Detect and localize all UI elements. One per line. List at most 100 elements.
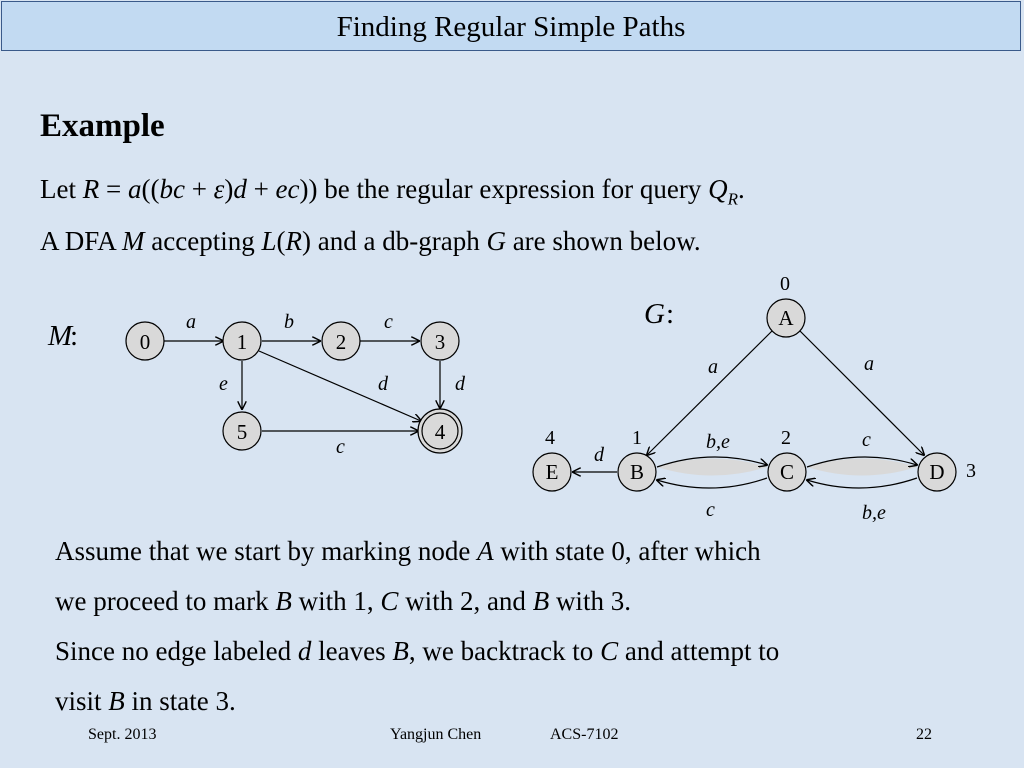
dfa-label: M <box>47 320 74 352</box>
text: Assume that we start by marking node <box>55 536 478 566</box>
text: Since no edge labeled <box>55 636 298 666</box>
graph-node-C <box>767 452 807 492</box>
dfa-edges <box>164 341 440 431</box>
dfa-state-label: 1 <box>237 330 248 354</box>
text: A DFA <box>40 226 123 256</box>
graph-node-mark-E: 4 <box>545 427 555 449</box>
explanation-line-3: Since no edge labeled d leaves B, we bac… <box>55 636 779 667</box>
dfa-edge-label-c: c <box>384 311 393 333</box>
var-R: R <box>82 174 100 204</box>
regex-definition-line: Let R = a((bc + ε)d + ec)) be the regula… <box>40 174 745 209</box>
footer-author: Yangjun Chen <box>390 726 482 743</box>
text: with 1, <box>291 586 381 616</box>
var-C: C <box>380 586 399 616</box>
var-B: B <box>108 686 125 716</box>
footer-course: ACS-7102 <box>550 726 619 743</box>
explanation-line-1: Assume that we start by marking node A w… <box>55 536 761 567</box>
explanation-line-4: visit B in state 3. <box>55 686 236 717</box>
var-sub-R: R <box>727 189 738 209</box>
text: ) <box>302 226 312 256</box>
graph-edge-C-D <box>806 456 917 467</box>
text: are shown below. <box>505 226 701 256</box>
text: . <box>738 174 745 204</box>
graph-edge-label-c: c <box>862 429 871 451</box>
dfa-state-3 <box>420 321 460 361</box>
dfa-state-1 <box>222 321 262 361</box>
var-A: A <box>477 536 494 566</box>
dfa-edge-label-c: c <box>336 436 345 458</box>
text: leaves <box>311 636 393 666</box>
graph-edge-label-a: a <box>864 353 874 375</box>
var-L: L <box>261 226 277 256</box>
var-epsilon: ε <box>213 174 225 204</box>
text: ) <box>224 174 234 204</box>
dfa-state-0 <box>125 321 165 361</box>
graph-edge-label-d: d <box>594 444 605 466</box>
text: and attempt to <box>618 636 780 666</box>
graph-node-label: D <box>929 460 944 484</box>
graph-lens-B-C <box>657 458 767 476</box>
graph-node-A <box>766 298 806 338</box>
text: with 3. <box>549 586 631 616</box>
graph-edge-A-D <box>799 330 924 455</box>
graph-label: G <box>644 298 665 330</box>
var-bc: bc <box>159 174 185 204</box>
dfa-states: 0 1 2 3 4 5 <box>125 321 463 454</box>
example-heading: Example <box>40 108 165 144</box>
text: , we backtrack to <box>408 636 601 666</box>
text: + <box>184 174 214 204</box>
graph-edge-B-C <box>656 456 767 467</box>
var-a: a <box>127 174 142 204</box>
dfa-edge-label-e: e <box>219 373 228 395</box>
text: + <box>246 174 276 204</box>
dfa-edge-1-4 <box>258 350 421 421</box>
text: be the regular expression for query <box>317 174 709 204</box>
text: we proceed to mark <box>55 586 276 616</box>
graph-edge-label-be: b,e <box>862 502 886 524</box>
graph-edges <box>573 330 924 472</box>
text: in state 3. <box>124 686 236 716</box>
dfa-description-line: A DFA M accepting L(R) and a db-graph G … <box>40 226 701 257</box>
graph-node-label: B <box>630 460 644 484</box>
dfa-edge-label-a: a <box>186 311 196 333</box>
dfa-state-label: 3 <box>435 330 446 354</box>
graph-node-mark-C: 2 <box>781 427 791 449</box>
var-C: C <box>600 636 619 666</box>
graph-node-D <box>917 452 957 492</box>
var-G: G <box>486 226 506 256</box>
text: with state 0, after which <box>493 536 761 566</box>
dfa-edge-label-b: b <box>284 311 294 333</box>
graph-node-label: E <box>546 460 559 484</box>
graph-node-B <box>617 452 657 492</box>
text: accepting <box>144 226 262 256</box>
graph-node-mark-B: 1 <box>632 427 642 449</box>
text: = <box>99 174 128 204</box>
var-ec: ec <box>275 174 300 204</box>
graph-edge-label-be: b,e <box>706 431 730 453</box>
text: ( <box>276 226 286 256</box>
footer-date: Sept. 2013 <box>88 726 157 743</box>
graph-node-label: A <box>778 306 794 330</box>
dfa-state-2 <box>321 321 361 361</box>
var-d: d <box>297 636 312 666</box>
graph-edge-label-a: a <box>708 356 718 378</box>
graph-lens-C-D <box>807 458 917 476</box>
text: (( <box>141 174 160 204</box>
graph-nodes: A B C D E <box>532 298 957 492</box>
graph-node-label: C <box>780 460 794 484</box>
dfa-state-label: 5 <box>237 420 248 444</box>
graph-node-E <box>532 452 572 492</box>
var-B: B <box>392 636 409 666</box>
slide-title: Finding Regular Simple Paths <box>1 1 1021 51</box>
graph-edge-A-B <box>647 330 773 455</box>
graph-edge-C-B <box>657 478 768 489</box>
var-M: M <box>122 226 145 256</box>
text: visit <box>55 686 109 716</box>
dfa-state-label: 2 <box>336 330 347 354</box>
text: )) <box>299 174 318 204</box>
dfa-state-label: 0 <box>140 330 151 354</box>
dfa-state-4 <box>421 412 459 450</box>
dfa-label-colon: : <box>70 320 78 352</box>
var-B: B <box>532 586 550 616</box>
